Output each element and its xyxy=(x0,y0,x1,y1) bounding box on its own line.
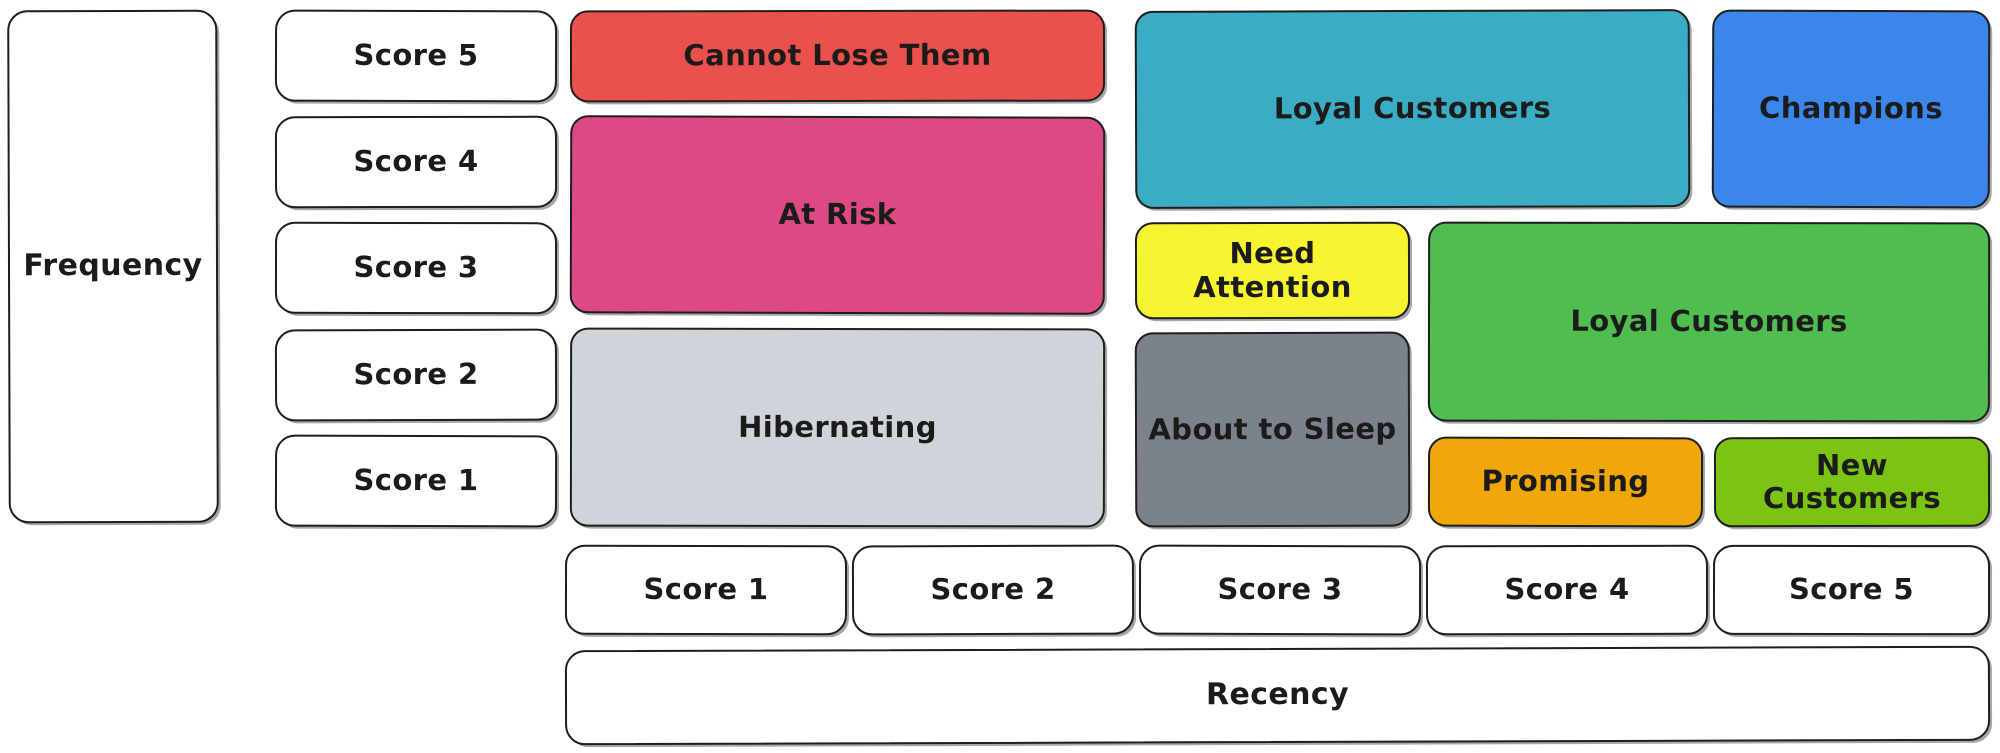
segment-loyal-customers-teal-label: Loyal Customers xyxy=(1273,90,1552,126)
recency-score-3-label: Score 3 xyxy=(1217,572,1343,607)
frequency-score-5-label: Score 5 xyxy=(353,38,479,73)
recency-score-1[interactable]: Score 1 xyxy=(564,544,848,636)
segment-loyal-customers-green-label: Loyal Customers xyxy=(1570,304,1848,339)
frequency-score-4[interactable]: Score 4 xyxy=(274,115,558,209)
frequency-score-1[interactable]: Score 1 xyxy=(274,434,558,528)
frequency-score-3[interactable]: Score 3 xyxy=(274,221,558,315)
recency-axis-label-text: Recency xyxy=(1205,677,1350,713)
segment-cannot-lose-them-label: Cannot Lose Them xyxy=(683,38,992,73)
segment-about-to-sleep[interactable]: About to Sleep xyxy=(1134,331,1411,528)
recency-score-2-label: Score 2 xyxy=(930,572,1056,607)
segment-at-risk[interactable]: At Risk xyxy=(569,115,1106,315)
segment-new-customers[interactable]: New Customers xyxy=(1713,436,1991,528)
segment-champions[interactable]: Champions xyxy=(1711,9,1991,209)
recency-score-2[interactable]: Score 2 xyxy=(851,544,1135,636)
segment-at-risk-label: At Risk xyxy=(778,197,897,232)
recency-axis-label-box: Recency xyxy=(564,645,1991,746)
frequency-score-2[interactable]: Score 2 xyxy=(274,328,558,422)
recency-score-5[interactable]: Score 5 xyxy=(1712,544,1991,636)
segment-about-to-sleep-label: About to Sleep xyxy=(1148,411,1397,447)
segment-champions-label: Champions xyxy=(1759,91,1943,126)
segment-new-customers-label: New Customers xyxy=(1762,447,1942,516)
recency-score-4[interactable]: Score 4 xyxy=(1425,544,1709,636)
segment-hibernating[interactable]: Hibernating xyxy=(569,327,1106,528)
frequency-axis-label-text: Frequency xyxy=(23,247,203,284)
recency-score-5-label: Score 5 xyxy=(1788,572,1915,607)
segment-hibernating-label: Hibernating xyxy=(738,409,937,444)
frequency-score-4-label: Score 4 xyxy=(353,144,479,179)
segment-promising-label: Promising xyxy=(1481,464,1650,499)
frequency-score-5[interactable]: Score 5 xyxy=(274,9,558,103)
segment-promising[interactable]: Promising xyxy=(1427,436,1704,528)
segment-cannot-lose-them[interactable]: Cannot Lose Them xyxy=(569,9,1106,103)
segment-need-attention[interactable]: Need Attention xyxy=(1134,221,1411,320)
frequency-score-3-label: Score 3 xyxy=(353,250,479,285)
recency-score-3[interactable]: Score 3 xyxy=(1138,544,1422,636)
frequency-score-1-label: Score 1 xyxy=(353,463,479,498)
segment-need-attention-label: Need Attention xyxy=(1193,236,1352,304)
frequency-axis-label-box: Frequency xyxy=(7,9,219,524)
segment-loyal-customers-teal[interactable]: Loyal Customers xyxy=(1134,9,1691,209)
frequency-score-2-label: Score 2 xyxy=(353,357,479,392)
recency-score-4-label: Score 4 xyxy=(1504,572,1630,607)
segment-loyal-customers-green[interactable]: Loyal Customers xyxy=(1427,221,1991,423)
recency-score-1-label: Score 1 xyxy=(643,572,769,607)
